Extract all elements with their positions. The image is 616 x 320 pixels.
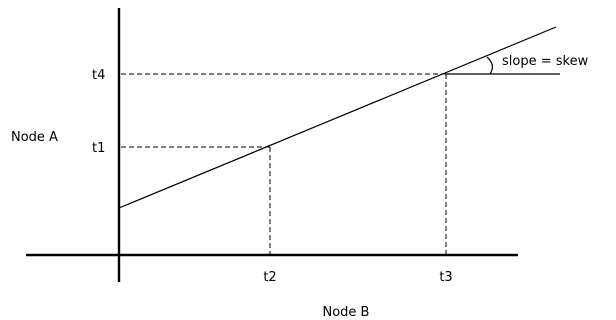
y-axis-label: Node A: [11, 130, 58, 145]
label-t1: t1: [92, 141, 105, 156]
label-t3: t3: [439, 270, 452, 285]
slope-annotation: slope = skew: [502, 54, 589, 69]
clock-relation-line: [118, 26, 557, 209]
label-t4: t4: [92, 68, 105, 83]
slope-angle-arc: [486, 56, 493, 75]
label-t2: t2: [263, 270, 276, 285]
x-axis-label: Node B: [323, 305, 370, 320]
